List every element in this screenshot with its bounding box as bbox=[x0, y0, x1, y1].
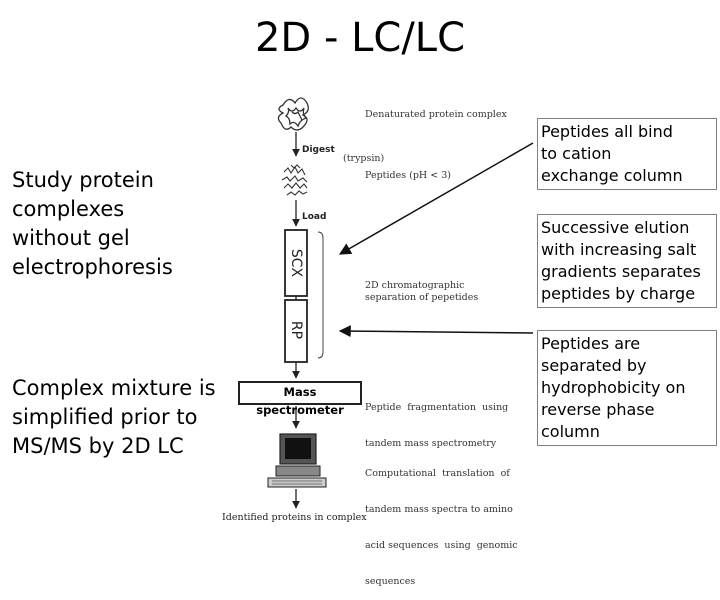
rp-label: RP bbox=[288, 320, 304, 340]
text-line: gradients separates bbox=[541, 262, 701, 281]
separation-bracket bbox=[317, 231, 324, 359]
text-line: Successive elution bbox=[541, 218, 690, 237]
text-line: peptides by charge bbox=[541, 284, 696, 303]
text-line: tandem mass spectra to amino bbox=[365, 504, 513, 515]
computer-icon bbox=[267, 433, 327, 488]
text-line: sequences bbox=[365, 576, 416, 587]
fragmentation-label: Peptide fragmentation using tandem mass … bbox=[365, 378, 508, 462]
text-line: simplified prior to bbox=[12, 405, 198, 429]
text-line: hydrophobicity on bbox=[541, 378, 686, 397]
identified-label: Identified proteins in complex bbox=[222, 512, 367, 523]
text-line: without gel bbox=[12, 226, 130, 250]
text-line: tandem mass spectrometry bbox=[365, 438, 497, 449]
trypsin-label: (trypsin) bbox=[343, 153, 385, 164]
mass-spectrometer-box: Mass spectrometer bbox=[238, 381, 362, 417]
callout-arrow-rp bbox=[338, 325, 534, 338]
workflow-diagram bbox=[267, 97, 534, 509]
text-line: 2D chromatographic bbox=[365, 280, 465, 291]
text-line: reverse phase bbox=[541, 400, 655, 419]
digest-label: Digest bbox=[302, 145, 335, 155]
note-reverse-phase: Peptides are separated by hydrophobicity… bbox=[537, 330, 717, 446]
note-elution: Successive elution with increasing salt … bbox=[537, 214, 717, 308]
left-text-study: Study protein complexes without gel elec… bbox=[12, 166, 173, 282]
text-line: Peptide fragmentation using bbox=[365, 402, 509, 413]
peptides-icon bbox=[281, 164, 308, 196]
text-line: MS/MS by 2D LC bbox=[12, 434, 184, 458]
denatured-label: Denaturated protein complex bbox=[365, 109, 507, 120]
note-bind: Peptides all bind to cation exchange col… bbox=[537, 118, 717, 190]
text-line: with increasing salt bbox=[541, 240, 697, 259]
text-line: complexes bbox=[12, 197, 125, 221]
peptides-label: Peptides (pH < 3) bbox=[365, 170, 451, 181]
text-line: Peptides all bind bbox=[541, 122, 673, 141]
text-line: Peptides are bbox=[541, 334, 641, 353]
text-line: column bbox=[541, 422, 600, 441]
text-line: Study protein bbox=[12, 168, 154, 192]
computational-label: Computational translation of tandem mass… bbox=[365, 444, 518, 600]
text-line: Complex mixture is bbox=[12, 376, 216, 400]
text-line: exchange column bbox=[541, 166, 683, 185]
separation-label: 2D chromatographic separation of pepetid… bbox=[365, 280, 478, 304]
text-line: separated by bbox=[541, 356, 647, 375]
text-line: to cation bbox=[541, 144, 612, 163]
left-text-complex: Complex mixture is simplified prior to M… bbox=[12, 374, 216, 461]
callout-arrow-scx bbox=[338, 142, 534, 255]
load-label: Load bbox=[302, 212, 327, 222]
text-line: electrophoresis bbox=[12, 255, 173, 279]
text-line: separation of pepetides bbox=[365, 292, 479, 303]
page-title: 2D - LC/LC bbox=[254, 15, 466, 61]
text-line: Computational translation of bbox=[365, 468, 510, 479]
text-line: acid sequences using genomic bbox=[365, 540, 518, 551]
protein-complex-icon bbox=[277, 97, 309, 131]
scx-label: SCX bbox=[288, 248, 304, 278]
